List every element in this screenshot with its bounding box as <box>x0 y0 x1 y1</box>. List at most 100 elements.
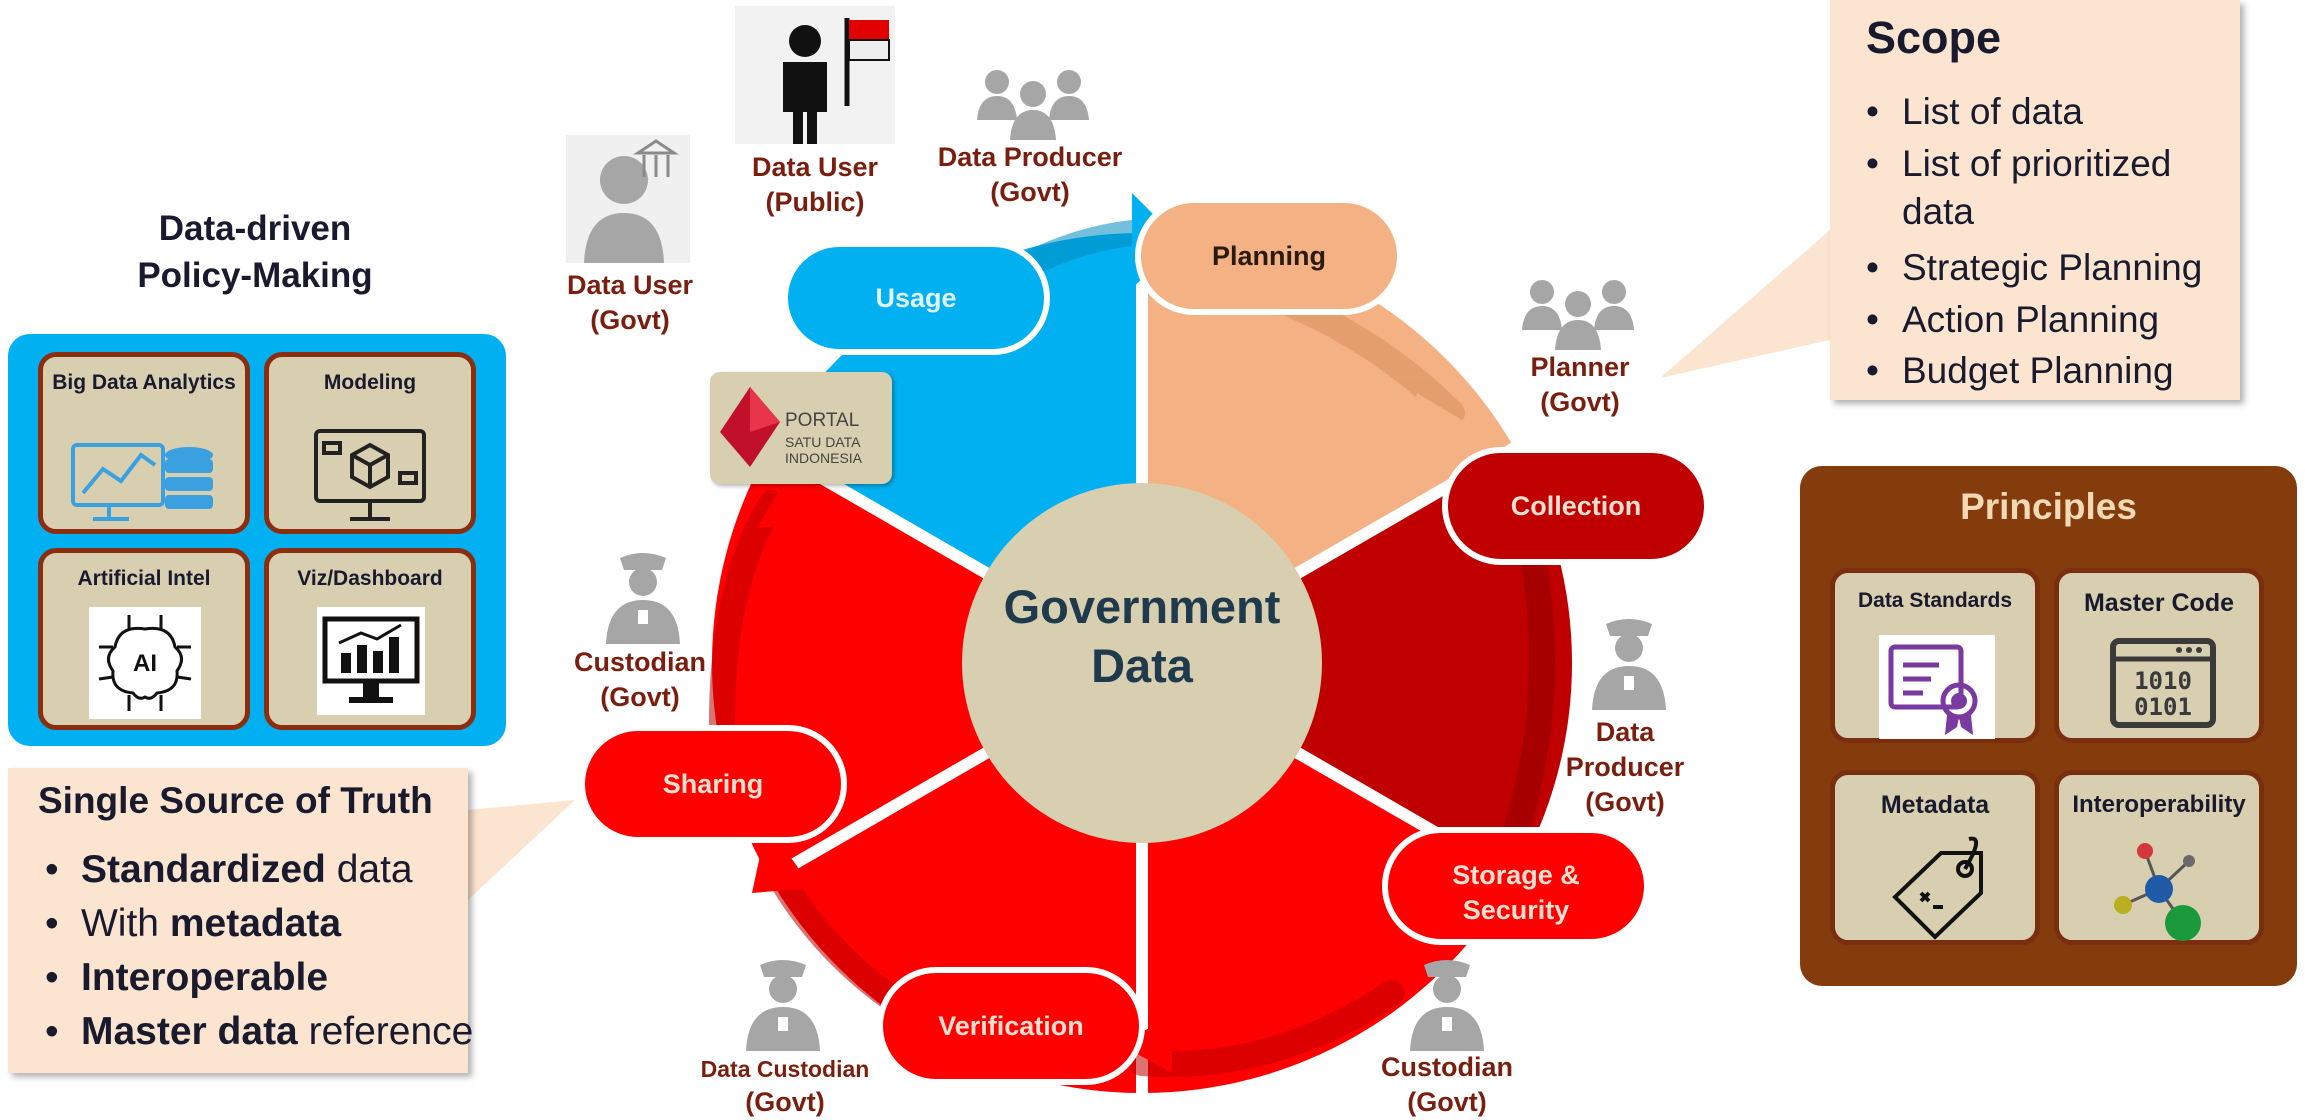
planner-group-icon <box>1522 280 1634 350</box>
role-data-producer-top: Data Producer (Govt) <box>930 140 1130 210</box>
role-data-custodian-bottom: Data Custodian (Govt) <box>690 1055 880 1120</box>
center-title-line1: Government <box>1003 580 1281 633</box>
ptile-data-standards: Data Standards <box>1830 568 2040 743</box>
truth-item-3: Interoperable <box>45 956 328 1000</box>
ptile-data-standards-label: Data Standards <box>1857 589 2013 612</box>
officer-icon-right-bottom <box>1410 960 1484 1051</box>
modeling-icon <box>314 429 426 521</box>
scope-item-5: Budget Planning <box>1866 347 2226 395</box>
pill-verification <box>877 967 1145 1085</box>
portal-logo-icon <box>720 387 780 467</box>
big-data-analytics-icon <box>71 443 213 521</box>
policy-title-line1: Data-driven <box>158 209 352 248</box>
ptile-interoperability-label: Interoperability <box>2072 791 2246 818</box>
tile-ai: Artificial Intel AI <box>38 548 250 730</box>
tile-big-data-label: Big Data Analytics <box>52 371 236 394</box>
role-planner-l2: (Govt) <box>1540 387 1620 418</box>
scope-title: Scope <box>1866 12 2002 63</box>
planning-label: Planning <box>1212 241 1326 271</box>
role-planner: Planner (Govt) <box>1500 350 1660 420</box>
policy-box: Big Data Analytics Modeling Artificial I… <box>8 334 506 746</box>
truth-pointer <box>468 800 575 900</box>
policy-title-line2: Policy-Making <box>137 256 373 296</box>
tile-viz: Viz/Dashboard <box>264 548 476 730</box>
role-data-producer-top-l1: Data Producer <box>937 142 1123 172</box>
dashboard-monitor-icon <box>322 616 420 703</box>
ai-icon-bg: AI <box>89 607 201 719</box>
pill-storage <box>1382 827 1650 945</box>
role-data-producer-right-l1: Data <box>1595 717 1655 747</box>
viz-icon-bg <box>317 607 425 715</box>
pill-sharing <box>579 725 847 843</box>
tile-big-data: Big Data Analytics <box>38 352 250 534</box>
tile-modeling-label: Modeling <box>323 371 417 394</box>
officer-icon-right-top <box>1592 619 1666 710</box>
role-planner-l1: Planner <box>1530 352 1630 382</box>
verification-label: Verification <box>938 1011 1084 1041</box>
truth-item-2-pre: With <box>81 902 170 945</box>
storage-label-line2: Security <box>1462 895 1570 926</box>
portal-satu-data-logo: PORTAL SATU DATA INDONESIA <box>710 372 892 484</box>
role-data-producer-right-l2: Producer <box>1565 752 1685 783</box>
truth-item-4-bold: Master data <box>81 1010 298 1053</box>
role-data-user-govt-l2: (Govt) <box>590 305 670 336</box>
ptile-interoperability: Interoperability <box>2054 770 2264 945</box>
role-custodian-left-l2: (Govt) <box>600 682 680 713</box>
role-data-user-public: Data User (Public) <box>720 150 910 220</box>
pill-planning <box>1135 197 1403 315</box>
role-custodian-right-l2: (Govt) <box>1407 1087 1487 1118</box>
scope-item-1: List of data <box>1866 88 2226 136</box>
portal-line1: PORTAL <box>785 410 860 431</box>
collection-label: Collection <box>1510 491 1642 521</box>
tile-modeling: Modeling <box>264 352 476 534</box>
role-data-user-govt-l1: Data User <box>566 270 694 300</box>
ptile-master-code: Master Code 1010 0101 <box>2054 568 2264 743</box>
data-standards-icon-bg <box>1879 635 1995 739</box>
govt-user-icon <box>566 135 690 263</box>
portal-line3: INDONESIA <box>785 450 863 466</box>
usage-label: Usage <box>875 283 957 313</box>
truth-item-4-rest: reference <box>297 1010 474 1053</box>
truth-item-1-rest: data <box>325 848 413 891</box>
tile-ai-label: Artificial Intel <box>77 567 211 590</box>
sector-collection <box>1142 448 1573 878</box>
center-title-line2: Data <box>1091 638 1193 692</box>
role-custodian-left-l1: Custodian <box>574 647 706 677</box>
pill-usage <box>782 241 1050 355</box>
role-custodian-right: Custodian (Govt) <box>1362 1050 1532 1120</box>
network-nodes-icon <box>2114 843 2201 941</box>
sharing-label: Sharing <box>662 769 764 799</box>
ai-text: AI <box>133 650 157 677</box>
truth-item-1: Standardized data <box>45 848 413 892</box>
group-people-icon <box>977 70 1089 140</box>
ptile-metadata-label: Metadata <box>1880 791 1990 819</box>
ai-brain-icon: AI <box>98 615 192 711</box>
truth-item-2-bold: metadata <box>169 902 342 945</box>
role-custodian-right-l1: Custodian <box>1381 1052 1513 1082</box>
scope-pointer <box>1660 230 1830 378</box>
portal-line2: SATU DATA <box>785 434 861 450</box>
tile-viz-label: Viz/Dashboard <box>297 567 443 590</box>
role-data-custodian-bottom-l2: (Govt) <box>745 1086 825 1117</box>
storage-label-line1: Storage & <box>1452 860 1580 890</box>
pill-collection <box>1442 447 1710 565</box>
truth-title: Single Source of Truth <box>38 780 433 821</box>
officer-icon-left <box>606 553 680 644</box>
role-data-producer-right: Data Producer (Govt) <box>1545 715 1705 820</box>
role-data-user-public-l2: (Public) <box>765 187 865 218</box>
public-user-flag-icon <box>735 6 895 144</box>
binary-line2: 0101 <box>2134 693 2192 721</box>
center-title: Government Data <box>962 578 1322 696</box>
truth-item-4: Master data reference <box>45 1010 473 1054</box>
truth-item-1-bold: Standardized <box>81 848 326 891</box>
ptile-metadata: Metadata <box>1830 770 2040 945</box>
role-custodian-left: Custodian (Govt) <box>560 645 720 715</box>
principles-title: Principles <box>1960 486 2137 527</box>
code-window-icon: 1010 0101 <box>2110 638 2216 728</box>
policy-title: Data-driven Policy-Making <box>95 205 415 300</box>
role-data-user-public-l1: Data User <box>751 152 879 182</box>
storage-label: Storage & Security <box>1385 858 1647 928</box>
truth-item-3-bold: Interoperable <box>81 956 329 999</box>
ptile-master-code-label: Master Code <box>2083 589 2235 617</box>
